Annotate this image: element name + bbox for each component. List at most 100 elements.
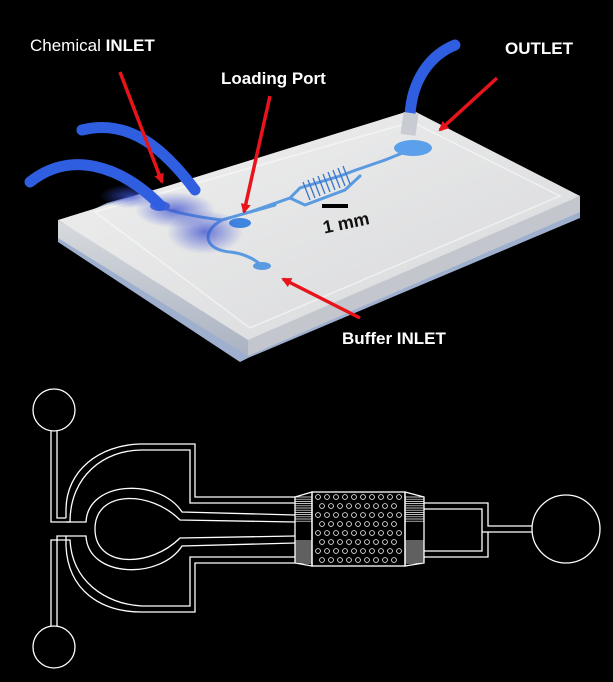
chip-array [302,165,351,201]
array-post [373,521,379,527]
array-post [319,557,325,563]
array-post [378,530,384,536]
array-post [324,548,330,554]
array-post [391,521,397,527]
array-post [328,539,334,545]
array-post [315,548,321,554]
array-post [328,503,334,509]
array-post [364,521,370,527]
arrow-buffer-inlet [281,277,361,320]
array-post [369,548,375,554]
array-post [382,521,388,527]
loading-port-label: Loading Port [221,69,326,88]
schematic-left-comb [295,496,312,564]
arrow-loading-port [240,95,272,214]
outlet-connector [400,111,419,136]
array-post [342,512,348,518]
array-post [369,530,375,536]
chip-side-left [58,220,248,356]
array-post [387,548,393,554]
schematic-inner-drop [66,487,296,571]
array-post [319,503,325,509]
array-post [360,512,366,518]
array-post [378,494,384,500]
array-post [396,512,402,518]
array-post [315,512,321,518]
chip-side-right [248,196,580,356]
array-post [373,557,379,563]
array-post [324,512,330,518]
array-post [396,530,402,536]
array-post [324,494,330,500]
array-post [387,530,393,536]
array-post [346,503,352,509]
array-post [355,521,361,527]
chip-top [58,110,580,340]
outlet-port [394,140,432,156]
array-post [360,494,366,500]
tube-left [24,159,166,211]
array-post [342,530,348,536]
outlet-label: OUTLET [505,39,573,58]
array-post [373,503,379,509]
schematic-post-grid [315,494,402,563]
array-post [382,503,388,509]
schematic-outlet-port [531,494,601,564]
annotation-arrows [118,71,499,320]
array-post [337,521,343,527]
array-post [364,539,370,545]
array-post [328,557,334,563]
chemical-inlet-text: INLET [105,36,155,55]
array-post [391,539,397,545]
array-post [382,557,388,563]
array-post [369,494,375,500]
array-post [351,494,357,500]
array-post [333,512,339,518]
array-post [391,503,397,509]
array-post [346,521,352,527]
chemical-prefix-text: Chemical [30,36,101,55]
array-post [387,512,393,518]
array-post [369,512,375,518]
array-post [342,548,348,554]
schematic-outer-loop [65,443,295,613]
array-post [324,530,330,536]
array-post [342,494,348,500]
arrow-chemical-inlet [118,71,164,184]
schematic-bottom-port [32,625,76,669]
array-post [315,494,321,500]
array-post [387,494,393,500]
array-post [351,530,357,536]
schematic-top-port [32,388,76,432]
buffer-port-hole [253,262,271,270]
chemical-inlet-label: Chemical INLET [30,36,155,56]
array-post [391,557,397,563]
array-post [333,548,339,554]
array-post [355,557,361,563]
array-post [364,503,370,509]
array-post [360,548,366,554]
array-post [360,530,366,536]
array-post [333,530,339,536]
array-post [319,521,325,527]
tube-blur-2 [167,210,243,254]
array-post [328,521,334,527]
array-post [351,548,357,554]
array-post [396,494,402,500]
array-post [315,530,321,536]
array-post [373,539,379,545]
schematic-outlet-channel [424,502,532,558]
array-post [337,557,343,563]
array-post [337,503,343,509]
array-post [396,548,402,554]
chip-bevel [94,121,562,329]
array-post [355,539,361,545]
array-post [333,494,339,500]
schematic-right-comb [405,496,424,564]
array-post [378,548,384,554]
array-post [346,539,352,545]
array-post [346,557,352,563]
array-post [337,539,343,545]
chip-schematic [32,388,601,669]
array-post [382,539,388,545]
